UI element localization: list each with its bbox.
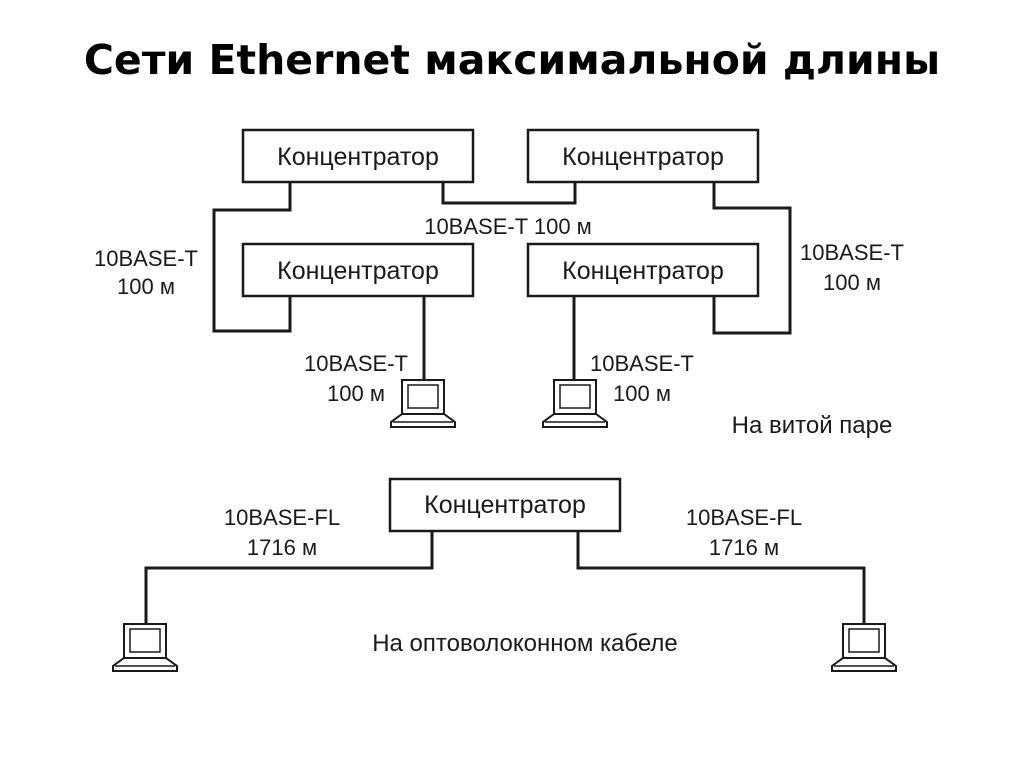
hub-top-right: Концентратор: [526, 128, 760, 184]
link-label-pc-left-type: 10BASE-T: [304, 351, 408, 376]
hub-label: Концентратор: [562, 143, 724, 171]
computer-icon: [831, 623, 897, 672]
link-label-right-length: 100 м: [823, 270, 881, 295]
computer-icon: [112, 623, 178, 672]
hub-label: Концентратор: [277, 143, 439, 171]
link-label-left-length: 100 м: [117, 274, 175, 299]
wire-hub1-hub3: [212, 182, 292, 333]
wire-hub2-hub4: [712, 182, 792, 335]
computer-icon: [390, 379, 456, 428]
hub-mid-right: Концентратор: [526, 242, 760, 298]
link-label-fiber-left-type: 10BASE-FL: [224, 505, 340, 530]
hub-label: Концентратор: [277, 257, 439, 285]
link-label-top: 10BASE-T 100 м: [424, 214, 592, 239]
wire-hub1-hub2: [441, 182, 577, 205]
wire-fiber-right: [576, 531, 866, 625]
link-label-pc-right-type: 10BASE-T: [590, 351, 694, 376]
caption-twisted-pair: На витой паре: [732, 412, 893, 439]
hub-label: Концентратор: [562, 257, 724, 285]
link-label-fiber-left-length: 1716 м: [247, 535, 317, 560]
link-label-pc-right-length: 100 м: [613, 381, 671, 406]
hub-top-left: Концентратор: [241, 128, 475, 184]
hub-fiber: Концентратор: [388, 477, 622, 533]
caption-fiber: На оптоволоконном кабеле: [372, 630, 678, 657]
computer-icon: [542, 379, 608, 428]
link-label-fiber-right-type: 10BASE-FL: [686, 505, 802, 530]
link-label-left-type: 10BASE-T: [94, 246, 198, 271]
hub-label: Концентратор: [424, 491, 586, 519]
hub-mid-left: Концентратор: [241, 242, 475, 298]
page-title: Сети Ethernet максимальной длины: [83, 36, 941, 84]
wire-fiber-left: [144, 531, 434, 625]
link-label-fiber-right-length: 1716 м: [709, 535, 779, 560]
link-label-pc-left-length: 100 м: [327, 381, 385, 406]
link-label-right-type: 10BASE-T: [800, 240, 904, 265]
